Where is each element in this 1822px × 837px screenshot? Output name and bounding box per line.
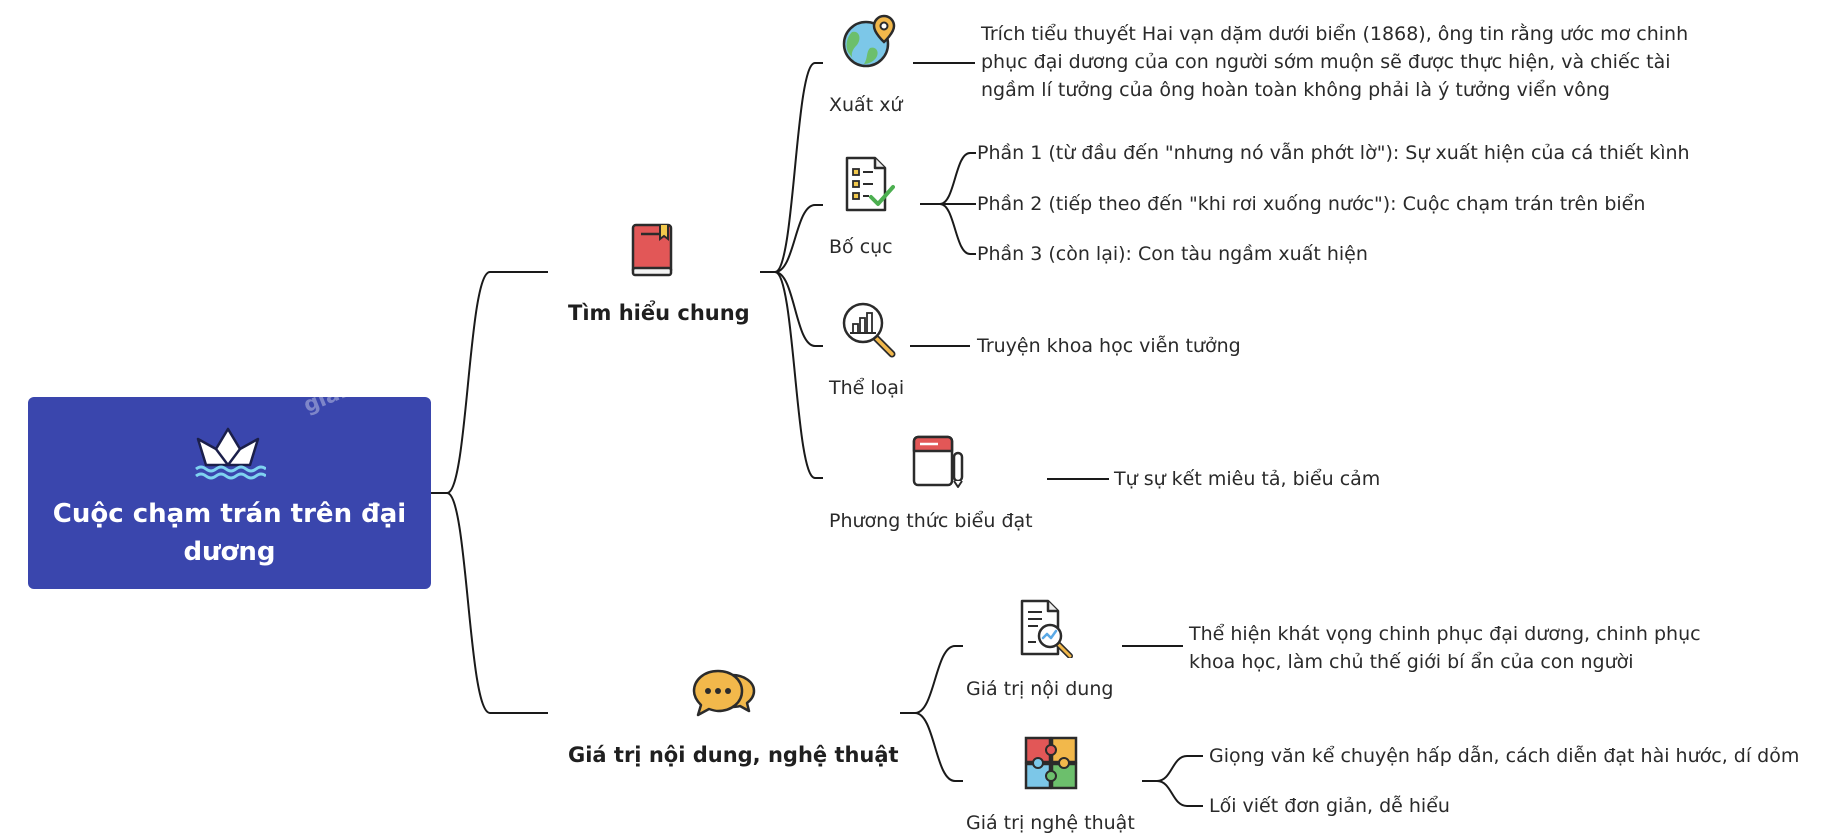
paper-boat-icon	[190, 425, 267, 485]
root-title: Cuộc chạm trán trên đại dương	[28, 495, 431, 571]
puzzle-icon	[1023, 735, 1079, 791]
branch-label-gia-tri[interactable]: Giá trị nội dung, nghệ thuật	[568, 743, 899, 767]
notebook-icon	[910, 433, 966, 491]
child-label-xuat-xu[interactable]: Xuất xứ	[829, 94, 903, 116]
child-label-gia-tri-noi-dung[interactable]: Giá trị nội dung	[966, 678, 1114, 700]
leaf-noi-dung-line-1: Thể hiện khát vọng chinh phục đại dương,…	[1189, 623, 1701, 645]
child-label-phuong-thuc-bieu-dat[interactable]: Phương thức biểu đạt	[829, 510, 1033, 532]
child-label-bo-cuc[interactable]: Bố cục	[829, 236, 893, 258]
connector-root-branch-1	[431, 271, 548, 494]
leaf-phuong-thuc-bieu-dat: Tự sự kết miêu tả, biểu cảm	[1114, 468, 1381, 490]
document-analysis-icon	[1018, 598, 1074, 658]
connector-nghethuat-leaf-1	[1142, 755, 1203, 782]
connector-root-branch-2	[446, 492, 548, 714]
root-title-line-2: dương	[183, 537, 276, 567]
magnifier-chart-icon	[840, 300, 898, 358]
child-label-gia-tri-nghe-thuat[interactable]: Giá trị nghệ thuật	[966, 812, 1135, 834]
connector-branch1-theloai	[774, 271, 823, 347]
connector-branch1-ptbd	[774, 271, 823, 479]
leaf-nghe-thuat-1: Giọng văn kể chuyện hấp dẫn, cách diễn đ…	[1209, 745, 1800, 767]
leaf-noi-dung-line-2: khoa học, làm chủ thế giới bí ẩn của con…	[1189, 651, 1634, 673]
book-icon	[630, 222, 674, 278]
leaf-the-loai: Truyện khoa học viễn tưởng	[977, 335, 1241, 357]
leaf-xuat-xu-line-3: ngầm lí tưởng của ông hoàn toàn không ph…	[981, 79, 1610, 101]
leaf-nghe-thuat-2: Lối viết đơn giản, dễ hiểu	[1209, 795, 1450, 817]
connector-bocuc-leaf-1	[920, 152, 976, 205]
root-title-line-1: Cuộc chạm trán trên đại	[52, 499, 407, 529]
root-node[interactable]: Cuộc chạm trán trên đại dương	[28, 397, 431, 589]
globe-location-icon	[840, 12, 898, 70]
leaf-bo-cuc-1: Phần 1 (từ đầu đến "nhưng nó vẫn phớt lờ…	[977, 142, 1690, 164]
leaf-xuat-xu-line-2: phục đại dương của con người sớm muộn sẽ…	[981, 51, 1671, 73]
chat-bubbles-icon	[692, 667, 758, 719]
child-label-the-loai[interactable]: Thể loại	[829, 377, 905, 399]
branch-label-tim-hieu-chung[interactable]: Tìm hiểu chung	[568, 301, 750, 325]
connector-branch1-xuatxu	[760, 62, 823, 273]
checklist-icon	[843, 155, 895, 213]
connector-nghethuat-leaf-2	[1156, 780, 1203, 807]
connector-branch2-noidung	[900, 645, 963, 714]
connector-branch1-bocuc	[774, 204, 823, 273]
leaf-xuat-xu-line-1: Trích tiểu thuyết Hai vạn dặm dưới biển …	[981, 23, 1689, 45]
connector-bocuc-leaf-3	[939, 203, 976, 255]
leaf-bo-cuc-2: Phần 2 (tiếp theo đến "khi rơi xuống nướ…	[977, 193, 1646, 215]
connector-branch2-nghethuat	[914, 712, 963, 782]
leaf-bo-cuc-3: Phần 3 (còn lại): Con tàu ngầm xuất hiện	[977, 243, 1368, 265]
